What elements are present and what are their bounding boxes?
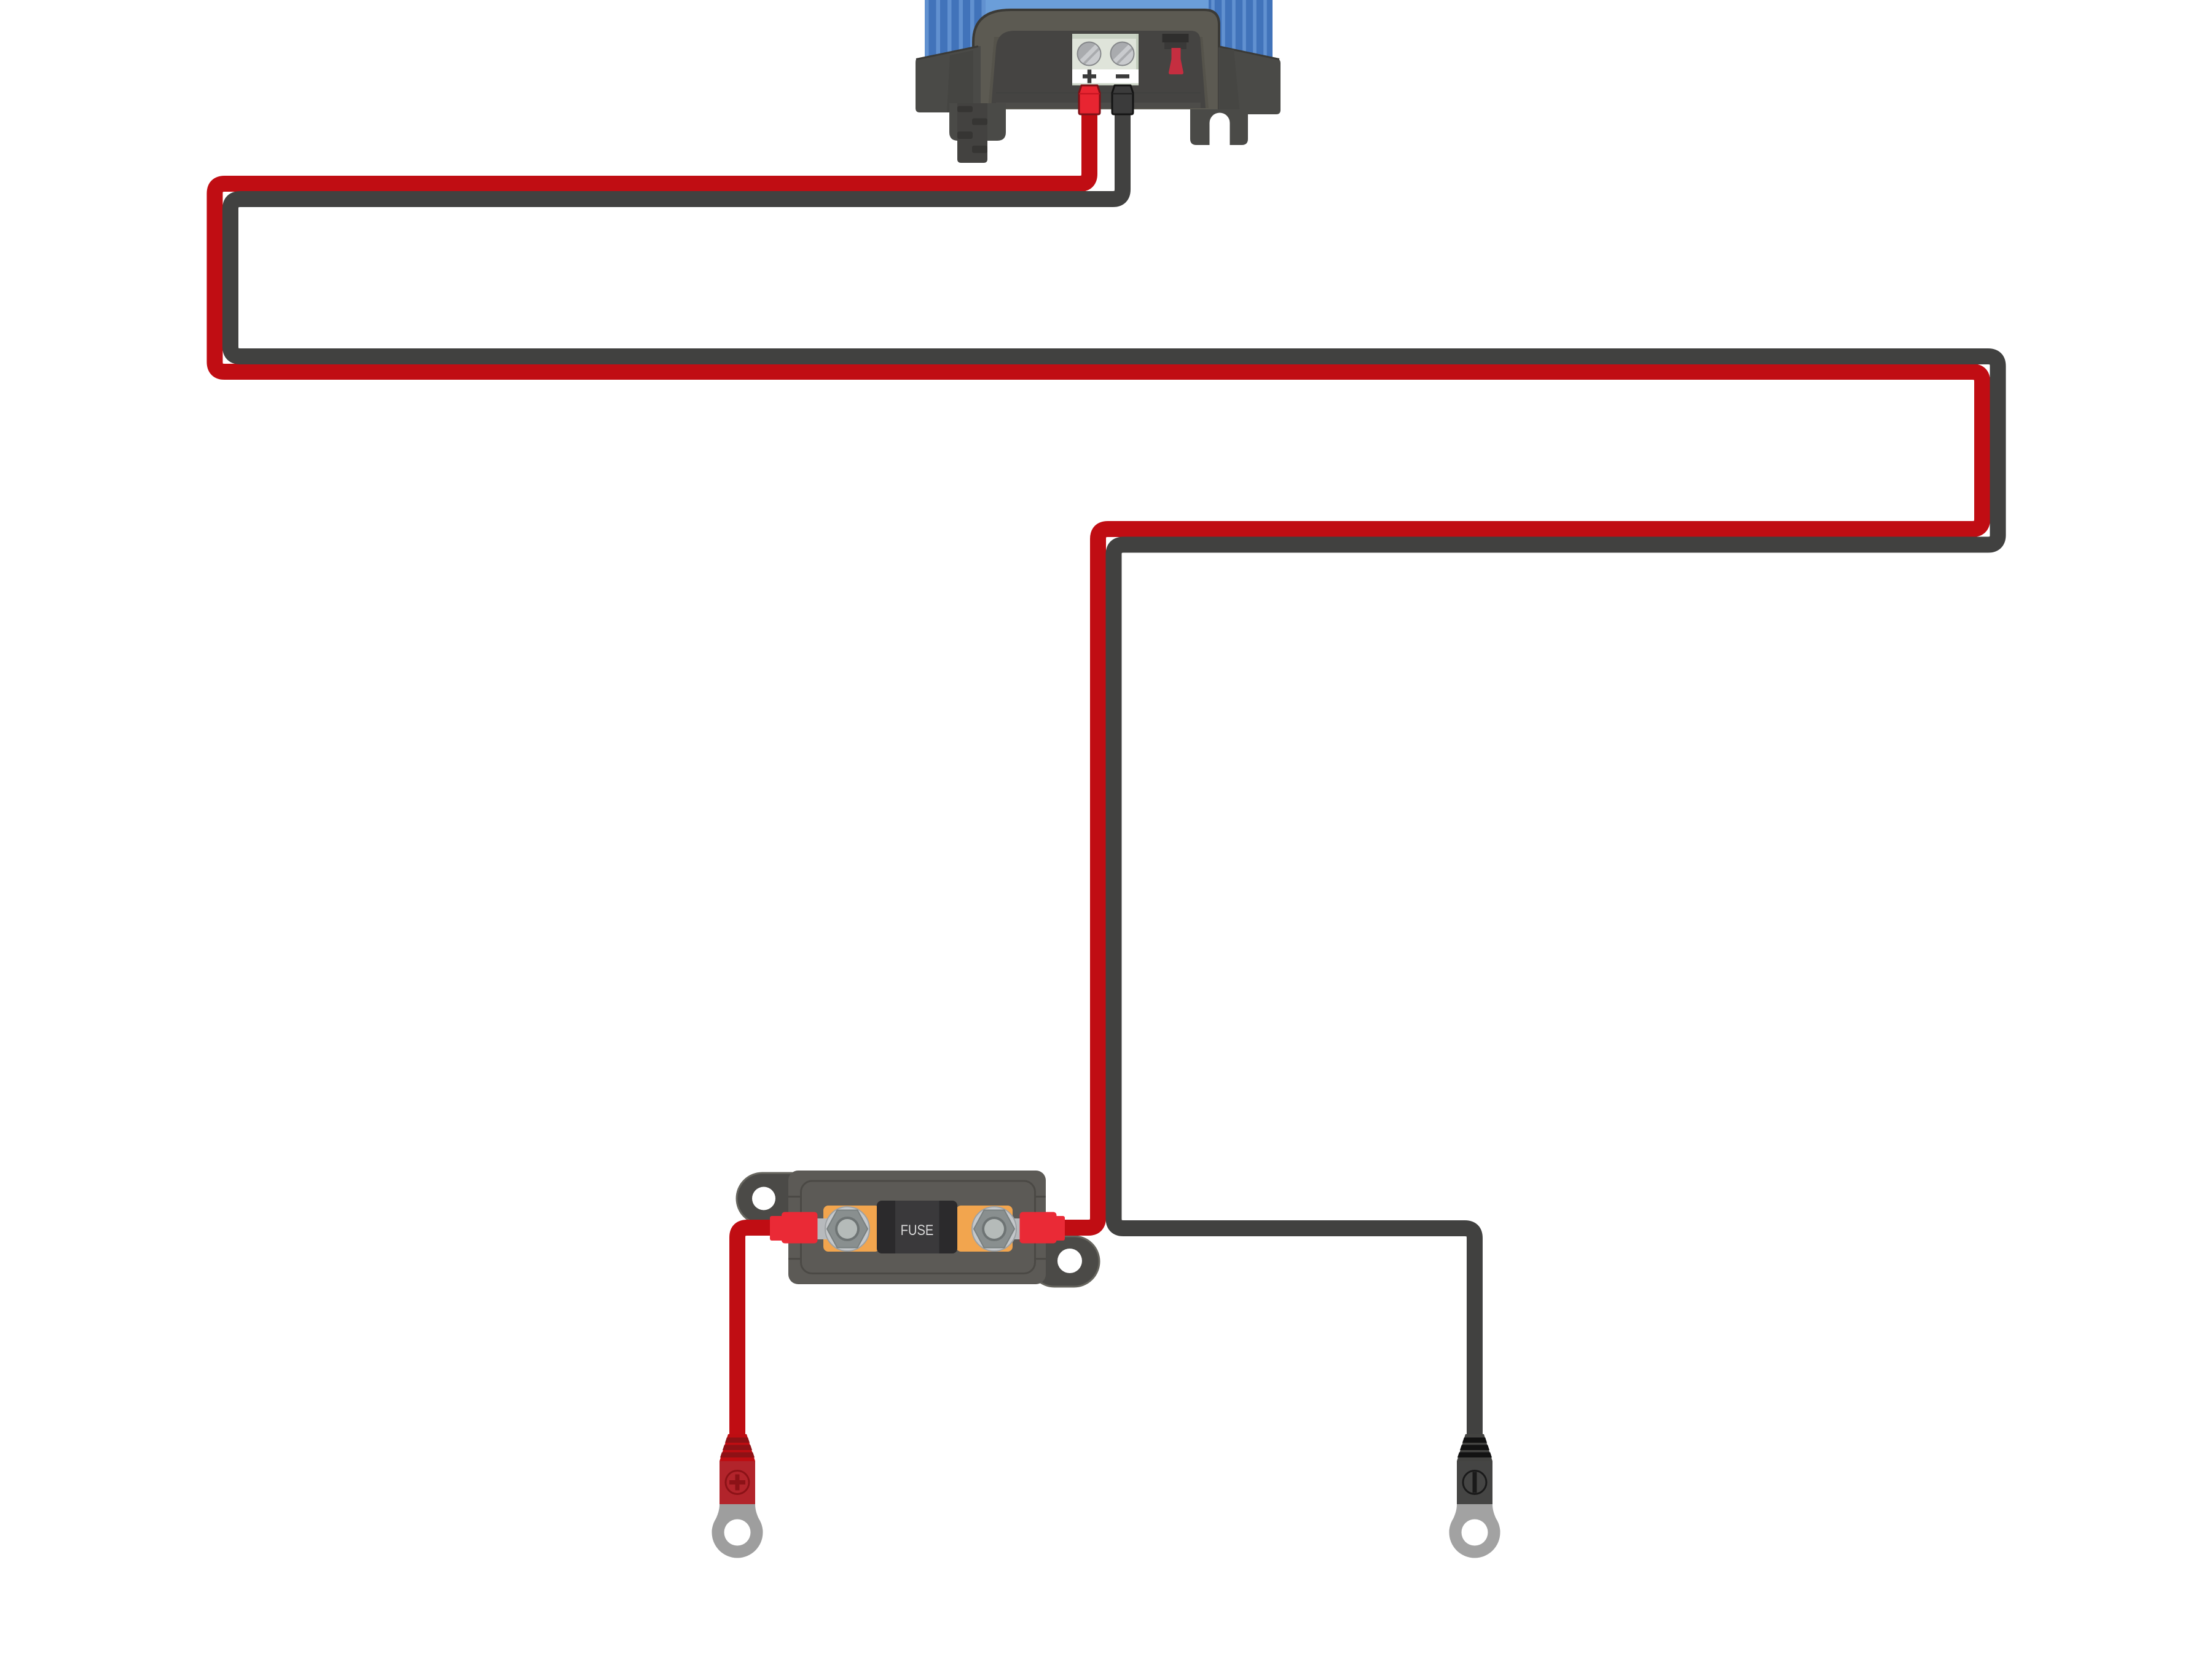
svg-text:FUSE: FUSE	[901, 1222, 934, 1238]
